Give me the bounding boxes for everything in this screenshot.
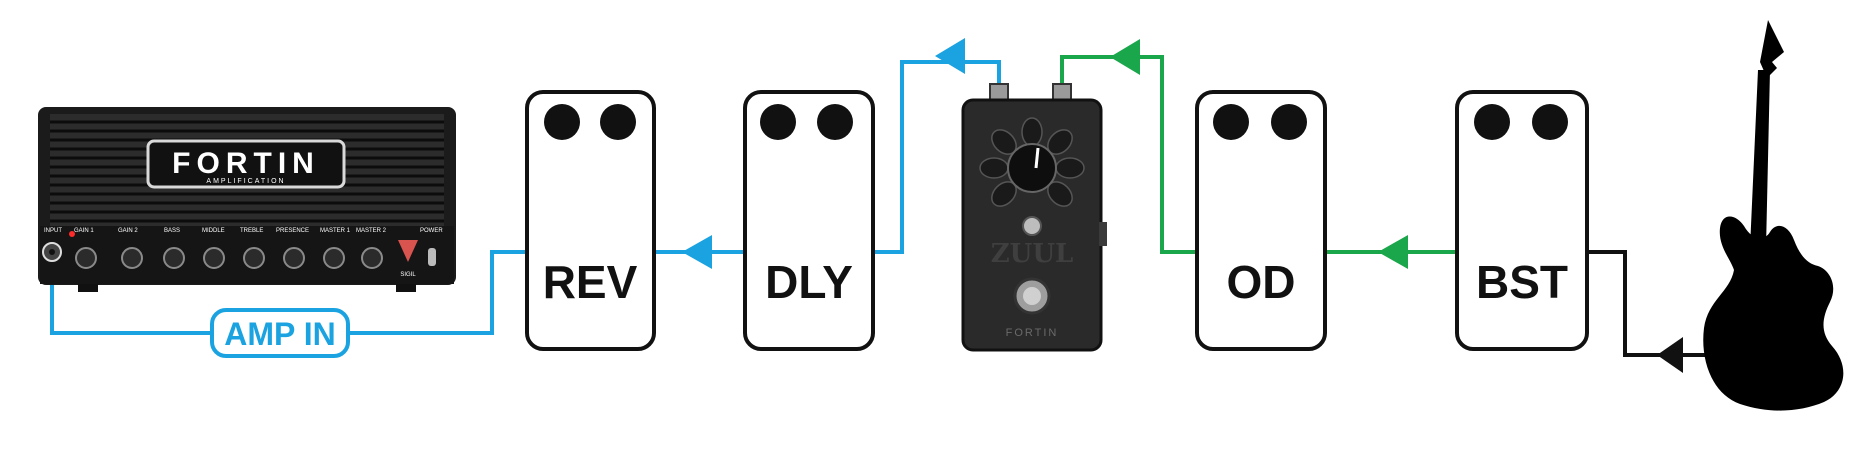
amp-knob-master1 bbox=[323, 247, 345, 269]
pedal-knob bbox=[544, 104, 580, 140]
pedal-knob bbox=[1474, 104, 1510, 140]
pedal-knob bbox=[1271, 104, 1307, 140]
arrow-left-icon bbox=[1110, 39, 1140, 75]
amp-sub-brand: AMPLIFICATION bbox=[206, 178, 285, 185]
amp-sigil-logo bbox=[398, 240, 418, 262]
amp-knob-bass bbox=[163, 247, 185, 269]
pedal-knob bbox=[760, 104, 796, 140]
amp-brand: FORTIN bbox=[172, 147, 320, 180]
amp-label-middle: MIDDLE bbox=[202, 228, 225, 234]
arrow-left-icon bbox=[935, 38, 965, 74]
pedal-boost: BST bbox=[1455, 90, 1589, 351]
pedal-label-delay: DLY bbox=[765, 256, 853, 308]
pedal-knob bbox=[1213, 104, 1249, 140]
amp-knob-gain1 bbox=[75, 247, 97, 269]
amp-knob-master2 bbox=[361, 247, 383, 269]
pedal-label-boost: BST bbox=[1476, 256, 1568, 308]
cable-bst-to-guitar bbox=[1587, 250, 1722, 357]
amp-head: FORTIN AMPLIFICATION INPUT GAIN 1 GAIN 2… bbox=[38, 107, 456, 292]
amp-logo-plate bbox=[146, 139, 346, 189]
pedal-knob bbox=[600, 104, 636, 140]
amp-knob-presence bbox=[283, 247, 305, 269]
amp-label-bass: BASS bbox=[164, 228, 180, 234]
amp-power-switch bbox=[428, 248, 436, 266]
amp-knob-gain2 bbox=[121, 247, 143, 269]
gate-brand: FORTIN bbox=[1006, 327, 1059, 339]
amp-label-gain1: GAIN 1 bbox=[74, 228, 94, 234]
amp-led bbox=[69, 231, 75, 237]
pedal-overdrive: OD bbox=[1195, 90, 1327, 351]
cable-amp-to-rev bbox=[50, 250, 527, 335]
pedal-label-overdrive: OD bbox=[1227, 256, 1296, 308]
amp-knob-treble bbox=[243, 247, 265, 269]
amp-knobs bbox=[75, 247, 383, 269]
guitar-icon bbox=[1703, 20, 1844, 411]
amp-knob-labels: INPUT GAIN 1 GAIN 2 BASS MIDDLE TREBLE P… bbox=[44, 228, 443, 234]
arrow-left-icon bbox=[1657, 337, 1683, 373]
amp-model: SIGIL bbox=[400, 272, 416, 278]
pedal-knob bbox=[1532, 104, 1568, 140]
gate-name: ZUUL bbox=[991, 239, 1074, 269]
pedal-knob bbox=[817, 104, 853, 140]
cable-dly-to-gate bbox=[873, 60, 1001, 254]
amp-label-master1: MASTER 1 bbox=[320, 228, 351, 234]
pedal-delay: DLY bbox=[743, 90, 875, 351]
cable-gate-to-od bbox=[1060, 55, 1197, 254]
pedal-reverb: REV bbox=[525, 90, 656, 351]
amp-in-label: AMP IN bbox=[210, 308, 350, 358]
pedal-label-reverb: REV bbox=[543, 256, 638, 308]
arrow-left-icon bbox=[682, 235, 712, 269]
amp-in-text: AMP IN bbox=[224, 316, 335, 352]
amp-knob-middle bbox=[203, 247, 225, 269]
arrow-left-icon bbox=[1378, 235, 1408, 269]
amp-label-treble: TREBLE bbox=[240, 228, 263, 234]
amp-label-gain2: GAIN 2 bbox=[118, 228, 138, 234]
amp-label-power: POWER bbox=[420, 228, 443, 234]
noise-gate-pedal: ZUUL FORTIN bbox=[961, 83, 1107, 352]
gate-led bbox=[1022, 216, 1042, 236]
amp-label-presence: PRESENCE bbox=[276, 228, 309, 234]
gate-threshold-knob bbox=[1007, 143, 1057, 193]
amp-label-master2: MASTER 2 bbox=[356, 228, 387, 234]
amp-label-input: INPUT bbox=[44, 228, 62, 234]
